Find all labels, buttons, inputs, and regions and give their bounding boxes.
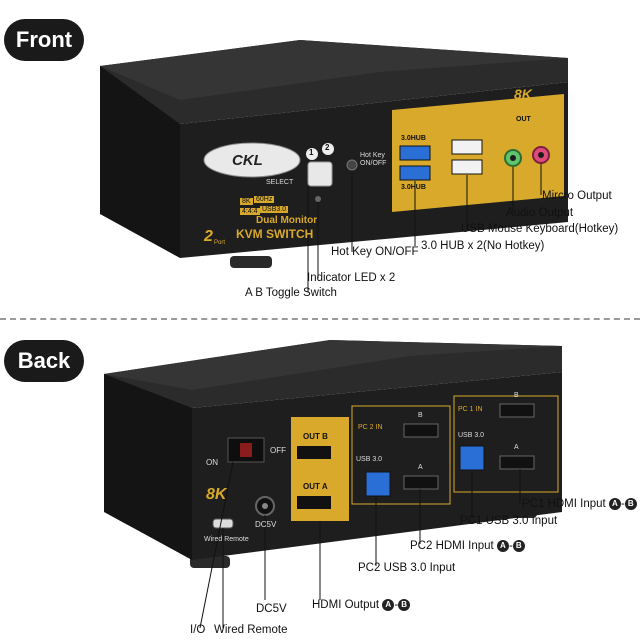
model-line-1: Dual Monitor <box>256 215 318 226</box>
callout-io: I/O <box>190 624 206 636</box>
pc2-usb3 <box>365 471 391 497</box>
front-brand: CKL <box>232 152 263 169</box>
front-hotkey-usb-bottom <box>451 159 483 175</box>
pc1-port-a-label: A <box>514 444 519 451</box>
hub-bottom-label: 3.0HUB <box>401 184 426 191</box>
pc2-usb-label: USB 3.0 <box>356 456 383 463</box>
front-8k-badge: 8K <box>514 86 532 102</box>
back-8k-badge: 8K <box>206 486 227 503</box>
back-section-label: Back <box>4 340 84 382</box>
pc1-in-label: PC 1 IN <box>458 406 483 413</box>
callout-dc5v: DC5V <box>256 603 287 615</box>
callout-pc2-hdmi: PC2 HDMI Input A-B <box>410 540 525 552</box>
hdmi-out-a <box>297 496 331 509</box>
on-label: ON <box>206 458 218 467</box>
badge-a: A <box>608 498 621 510</box>
badge-b: B <box>512 540 525 552</box>
pc2-port-a-label: A <box>418 464 423 471</box>
spec-tag-2: 60Hz <box>254 196 275 203</box>
callout-hdmi-output-text: HDMI Output <box>312 599 380 612</box>
front-hotkey-text: Hot Key ON/OFF <box>360 152 387 167</box>
callout-hotkey: Hot Key ON/OFF <box>331 246 419 258</box>
hdmi-out-b <box>297 446 331 459</box>
pc2-hdmi-a <box>403 475 439 490</box>
spec-tag-1: 8K <box>240 198 253 205</box>
pc2-port-b-label: B <box>418 412 423 419</box>
front-usb-port-bottom <box>399 165 431 181</box>
port-word: Port <box>214 240 226 246</box>
section-divider <box>0 318 640 320</box>
callout-audio-output: Audio Output <box>506 207 574 219</box>
port-count: 2 <box>204 228 213 245</box>
callout-indicator-led: Indicator LED x 2 <box>307 272 396 284</box>
callout-pc2-hdmi-text: PC2 HDMI Input <box>410 540 494 553</box>
spec-tag-3: 4:4:4 <box>240 208 260 215</box>
pc1-group <box>453 395 559 493</box>
off-label: OFF <box>270 446 286 455</box>
callout-usb-mouse-keyboard: USB Mouse Keyboard(Hotkey) <box>461 223 619 235</box>
callout-hdmi-output: HDMI Output A-B <box>312 599 411 612</box>
front-hotkey-usb-top <box>451 139 483 155</box>
out-label: OUT <box>516 116 531 123</box>
callout-wired-remote: Wired Remote <box>214 624 288 636</box>
callout-pc1-usb: PC1 USB 3.0 Input <box>460 515 558 527</box>
out-b-label: OUT B <box>303 432 328 441</box>
pc1-usb-label: USB 3.0 <box>458 432 485 439</box>
out-a-label: OUT A <box>303 482 328 491</box>
pc1-hdmi-a <box>499 455 535 470</box>
callout-pc2-usb: PC2 USB 3.0 Input <box>358 562 456 574</box>
pc1-usb3 <box>459 445 485 471</box>
pc2-hdmi-b <box>403 423 439 438</box>
hotkey-led <box>346 159 358 171</box>
wired-remote-port <box>212 518 234 529</box>
pc1-hdmi-b <box>499 403 535 418</box>
callout-mic-output: Mircro Output <box>542 190 612 202</box>
model-line-2: KVM SWITCH <box>236 227 314 241</box>
button-2-label: 2 <box>325 143 330 152</box>
callout-hub: 3.0 HUB x 2(No Hotkey) <box>421 240 545 252</box>
pc2-group <box>351 405 451 505</box>
button-1-label: 1 <box>309 148 314 157</box>
badge-a: A <box>382 599 395 611</box>
dc5v-label: DC5V <box>255 520 277 529</box>
front-section-label: Front <box>4 19 84 61</box>
badge-a: A <box>496 540 509 552</box>
badge-b: B <box>624 498 637 510</box>
pc1-port-b-label: B <box>514 392 519 399</box>
callout-toggle-switch: A B Toggle Switch <box>245 287 337 299</box>
front-usb-port-top <box>399 145 431 161</box>
select-label: SELECT <box>266 179 294 186</box>
spec-tag-4: USB3.0 <box>260 206 289 213</box>
ckl-logo <box>203 142 301 178</box>
wired-remote-label: Wired Remote <box>204 536 249 543</box>
callout-pc1-hdmi-text: PC1 HDMI Input <box>522 498 606 511</box>
badge-b: B <box>398 599 411 611</box>
select-button <box>307 161 333 187</box>
indicator-led <box>315 196 321 202</box>
hub-top-label: 3.0HUB <box>401 135 426 142</box>
callout-pc1-hdmi: PC1 HDMI Input A-B <box>522 498 637 510</box>
pc2-in-label: PC 2 IN <box>358 424 383 431</box>
